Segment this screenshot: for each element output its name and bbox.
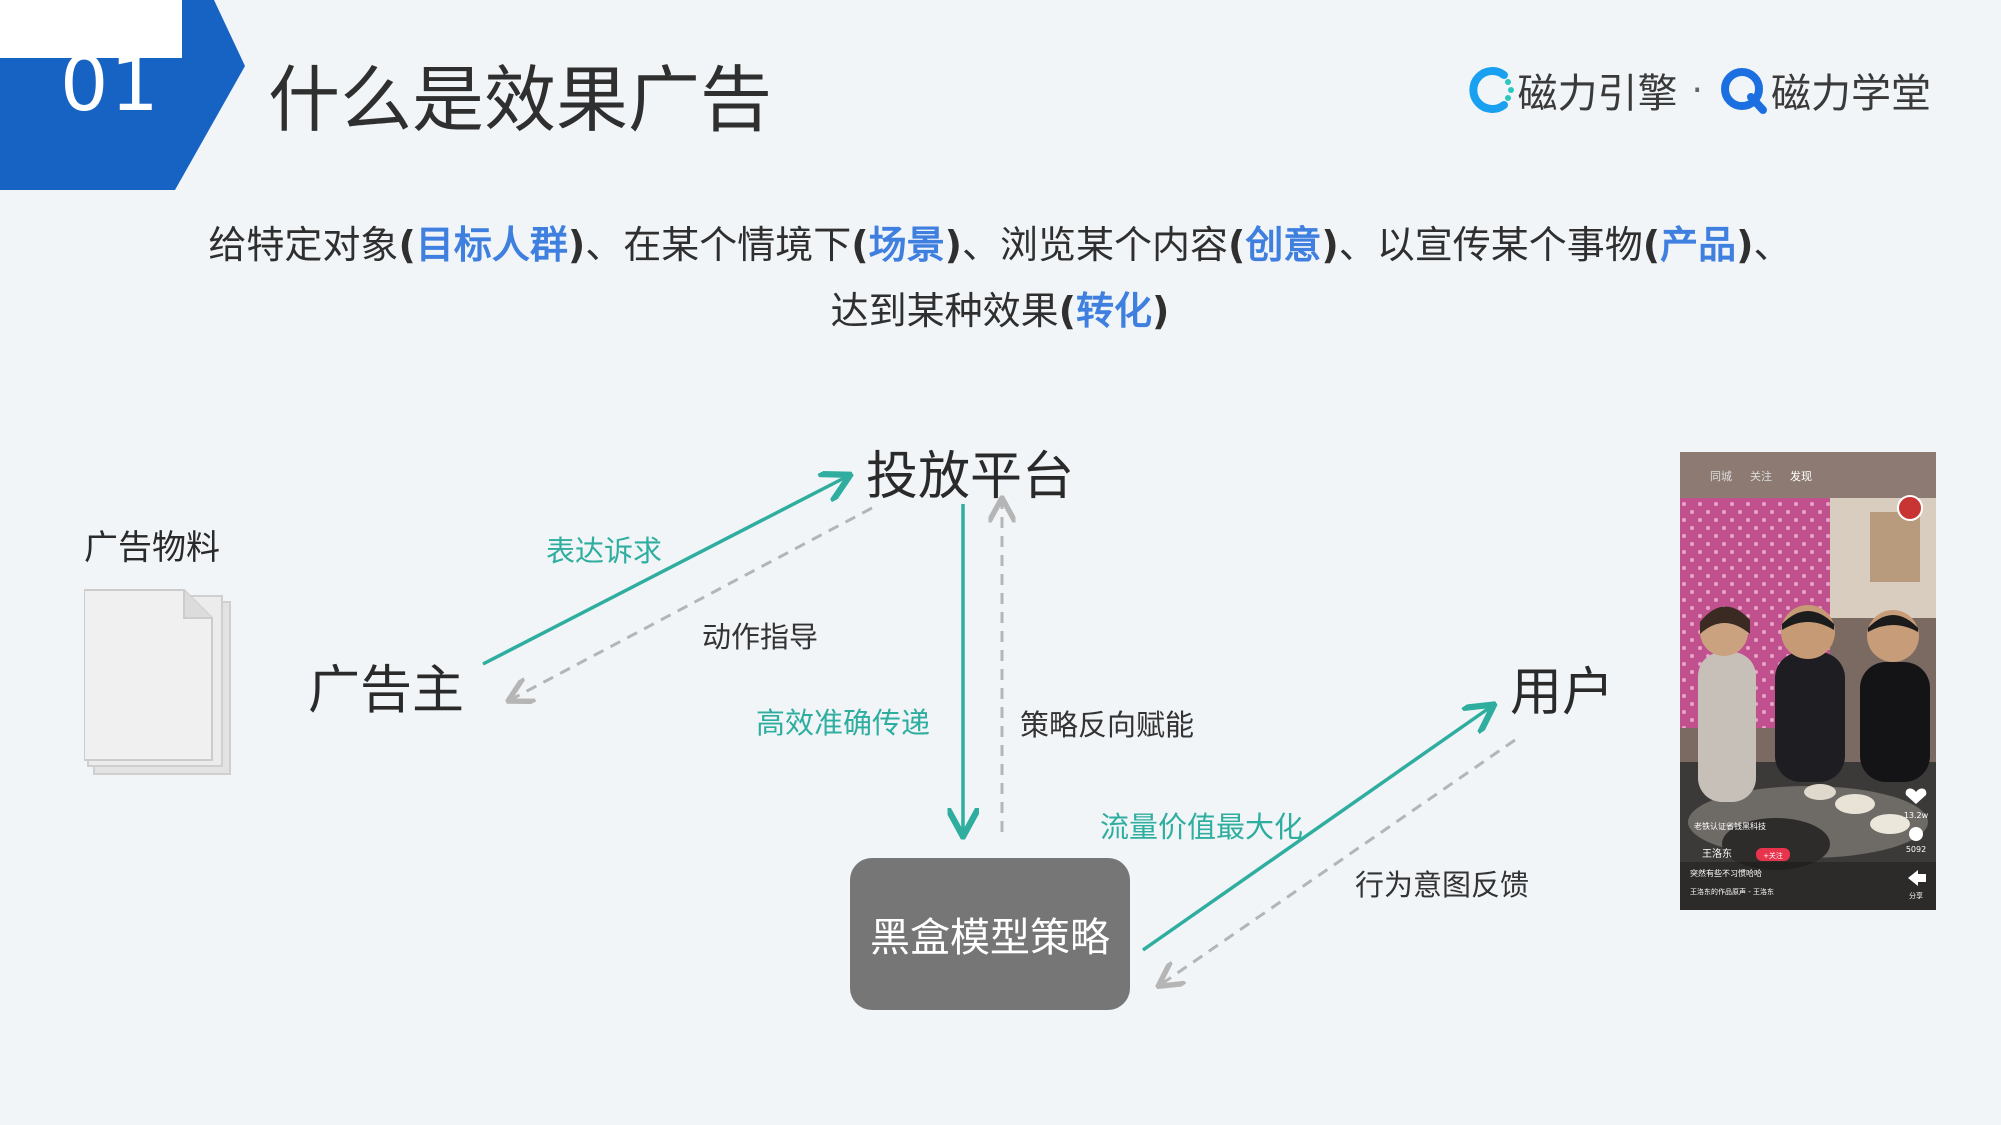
def-paren: ) — [944, 223, 962, 267]
keyword-product: 产品 — [1660, 223, 1737, 267]
phone-comment-count: 5092 — [1906, 845, 1926, 854]
logo-name-engine: 磁力引擎 — [1517, 71, 1678, 117]
short-video-screenshot: 同城 关注 发现 13.2w 5092 分享 老铁认证省钱黑科技 王洛东 +关注… — [1680, 452, 1936, 910]
def-part: 给特定对象 — [208, 223, 399, 267]
label-efficient-delivery: 高效准确传递 — [756, 706, 931, 740]
phone-avatar-icon — [1897, 495, 1923, 521]
badge-white-patch — [0, 0, 182, 58]
phone-tab-discover: 发现 — [1790, 469, 1812, 483]
phone-caption: 突然有些不习惯哈哈 — [1690, 868, 1762, 878]
share-icon — [1908, 870, 1926, 886]
phone-like-count: 13.2w — [1904, 811, 1929, 820]
phone-author-badge: 老铁认证省钱黑科技 — [1694, 821, 1766, 831]
def-paren: ( — [1228, 223, 1246, 267]
ad-materials-label: 广告物料 — [84, 528, 220, 568]
label-maximize-traffic: 流量价值最大化 — [1100, 810, 1304, 844]
def-paren: ) — [1736, 223, 1754, 267]
def-paren: ( — [398, 223, 416, 267]
q-ring-logo-icon — [1721, 68, 1767, 114]
logo-separator: · — [1691, 69, 1703, 111]
keyword-target-audience: 目标人群 — [415, 223, 568, 267]
def-paren: ) — [567, 223, 586, 267]
arrow-user-to-blackbox — [1160, 738, 1516, 985]
section-number: 01 — [60, 39, 161, 128]
blackbox-label: 黑盒模型策略 — [870, 915, 1110, 961]
phone-follow-label: +关注 — [1763, 851, 1783, 860]
def-part: 、在某个情境下 — [585, 223, 852, 267]
phone-username: 王洛东 — [1702, 847, 1732, 860]
arrow-advertiser-to-platform — [482, 476, 848, 666]
comment-icon — [1909, 827, 1923, 841]
keyword-conversion: 转化 — [1076, 289, 1153, 333]
label-behavior-feedback: 行为意图反馈 — [1355, 868, 1530, 902]
document-stack-icon — [84, 589, 231, 775]
keyword-creative: 创意 — [1245, 223, 1322, 267]
label-strategy-feedback: 策略反向赋能 — [1020, 708, 1195, 742]
phone-tab-following: 关注 — [1750, 469, 1772, 483]
def-paren: ) — [1152, 289, 1170, 333]
node-platform: 投放平台 — [866, 447, 1075, 507]
phone-music: 王洛东的作品原声 - 王洛东 — [1690, 887, 1774, 896]
def-part: 、达到某种效果 — [830, 223, 1792, 333]
def-paren: ( — [851, 223, 869, 267]
def-paren: ( — [1642, 223, 1661, 267]
def-paren: ) — [1321, 223, 1339, 267]
heart-icon — [1905, 788, 1927, 804]
node-blackbox-strategy: 黑盒模型策略 — [850, 858, 1130, 1010]
def-part: 、以宣传某个事物 — [1338, 223, 1643, 267]
def-part: 、浏览某个内容 — [961, 223, 1228, 267]
def-paren: ( — [1058, 289, 1076, 333]
keyword-scene: 场景 — [868, 223, 945, 267]
label-express-demand: 表达诉求 — [546, 534, 663, 568]
logo-name-academy: 磁力学堂 — [1771, 71, 1931, 117]
node-user: 用户 — [1510, 663, 1615, 723]
brand-logos: 磁力引擎 · 磁力学堂 — [1464, 62, 1931, 118]
node-advertiser: 广告主 — [308, 661, 465, 721]
definition-text: 给特定对象(目标人群)、在某个情境下(场景)、浏览某个内容(创意)、以宣传某个事… — [200, 212, 1800, 344]
phone-share-label: 分享 — [1909, 891, 1923, 900]
c-arc-logo-icon — [1468, 67, 1514, 113]
arrow-blackbox-to-user — [1141, 706, 1492, 952]
phone-follow-button — [1756, 848, 1790, 861]
page-title: 什么是效果广告 — [268, 58, 773, 142]
phone-tab-nearby: 同城 — [1710, 470, 1732, 483]
label-action-guide: 动作指导 — [702, 620, 819, 654]
